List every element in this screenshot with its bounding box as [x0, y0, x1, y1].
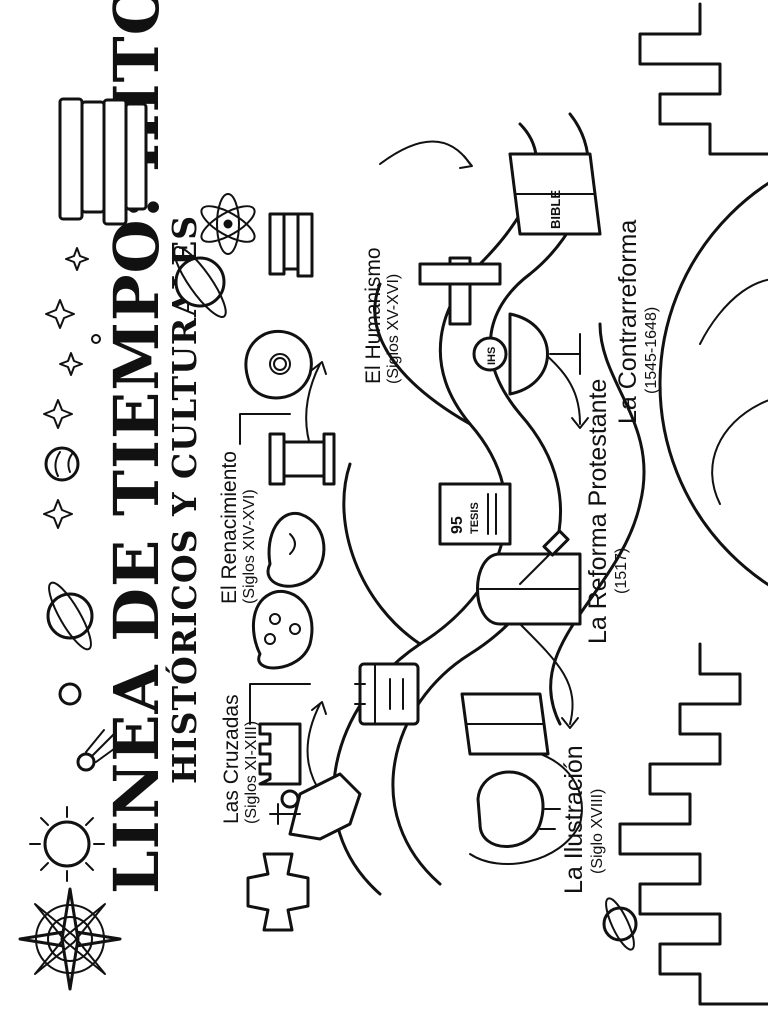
milestone-reforma-name: La Reforma Protestante — [584, 379, 612, 644]
connector-line — [249, 683, 311, 725]
milestone-humanismo-name: El Humanismo — [362, 247, 385, 384]
milestone-contrarreforma-period: (1545-1648) — [643, 307, 660, 394]
laurel-wreath-icon — [469, 748, 583, 865]
earth-globe-icon — [658, 142, 768, 626]
david-statue-icon — [266, 511, 326, 588]
palette-icon — [251, 590, 314, 670]
open-bible-icon: BIBLE — [508, 152, 602, 236]
city-skyline — [618, 2, 768, 1006]
templar-cross-icon — [246, 852, 310, 932]
bible-label: BIBLE — [548, 190, 563, 229]
milestone-ilustracion-period: (Siglo XVIII) — [589, 789, 606, 874]
stars-decoration-icon — [43, 247, 101, 529]
greek-column-icon — [268, 432, 336, 486]
chalice-icon: IHS — [472, 312, 581, 396]
castle-icon — [258, 722, 302, 786]
milestone-renacimiento-name: El Renacimiento — [218, 451, 241, 604]
theses-number: 95 — [449, 516, 466, 534]
comet-icon — [76, 729, 119, 772]
planet-ringed-icon — [173, 246, 227, 318]
title-subtitle: HISTÓRICOS Y CULTURALES — [164, 215, 204, 784]
church-door-icon — [476, 552, 582, 626]
milestone-renacimiento-period: (Siglos XIV-XVI) — [241, 489, 258, 604]
lightbulb-idea-icon — [273, 357, 287, 371]
milestone-contrarreforma-name: La Contrarreforma — [614, 220, 642, 424]
calendar-icon — [354, 662, 420, 726]
theses-document-icon: 95 TESIS — [438, 482, 512, 546]
milestone-humanismo-period: (Siglos XV-XVI) — [385, 274, 402, 384]
ihs-label: IHS — [486, 347, 498, 365]
planet-ringed-icon — [602, 897, 638, 951]
sun-icon — [29, 806, 105, 882]
moon-globe-icon — [44, 446, 80, 482]
lightbulb-icon — [476, 770, 561, 848]
compass-rose-icon — [18, 887, 122, 991]
theses-word: TESIS — [469, 502, 481, 534]
milestone-reforma-period: (1517) — [613, 548, 630, 594]
atom-icon — [200, 193, 256, 255]
latin-cross-icon — [418, 256, 502, 326]
milestone-cruzadas-period: (Siglos XI-XIII) — [243, 721, 260, 824]
planet-ringed-icon — [46, 581, 94, 706]
hammer-icon — [519, 529, 570, 585]
open-book-icon — [460, 692, 550, 756]
milestone-ilustracion-name: La Ilustración — [560, 745, 588, 894]
milestone-cruzadas-name: Las Cruzadas — [220, 694, 243, 824]
thinker-head-icon — [244, 329, 313, 400]
connector-line — [239, 413, 291, 445]
crusader-knight-icon — [269, 772, 362, 841]
books-stack-icon — [58, 97, 148, 226]
books-stack-icon — [268, 212, 314, 278]
